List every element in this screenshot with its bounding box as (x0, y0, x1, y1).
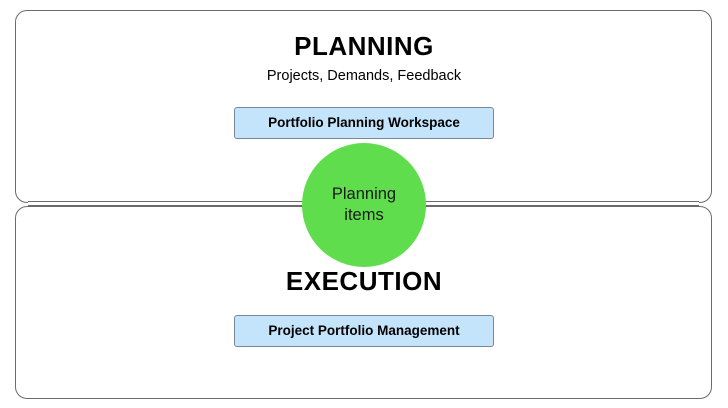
planning-title: PLANNING (294, 31, 434, 61)
execution-title: EXECUTION (285, 266, 443, 296)
planning-subtitle: Projects, Demands, Feedback (266, 68, 462, 84)
planning-items-label: Planning items (331, 185, 397, 224)
connector-line-left (28, 201, 303, 206)
portfolio-planning-workspace-box: Portfolio Planning Workspace (234, 107, 494, 139)
project-portfolio-management-box: Project Portfolio Management (234, 315, 494, 347)
planning-items-circle: Planning items (302, 143, 426, 267)
connector-line-right (425, 201, 699, 206)
